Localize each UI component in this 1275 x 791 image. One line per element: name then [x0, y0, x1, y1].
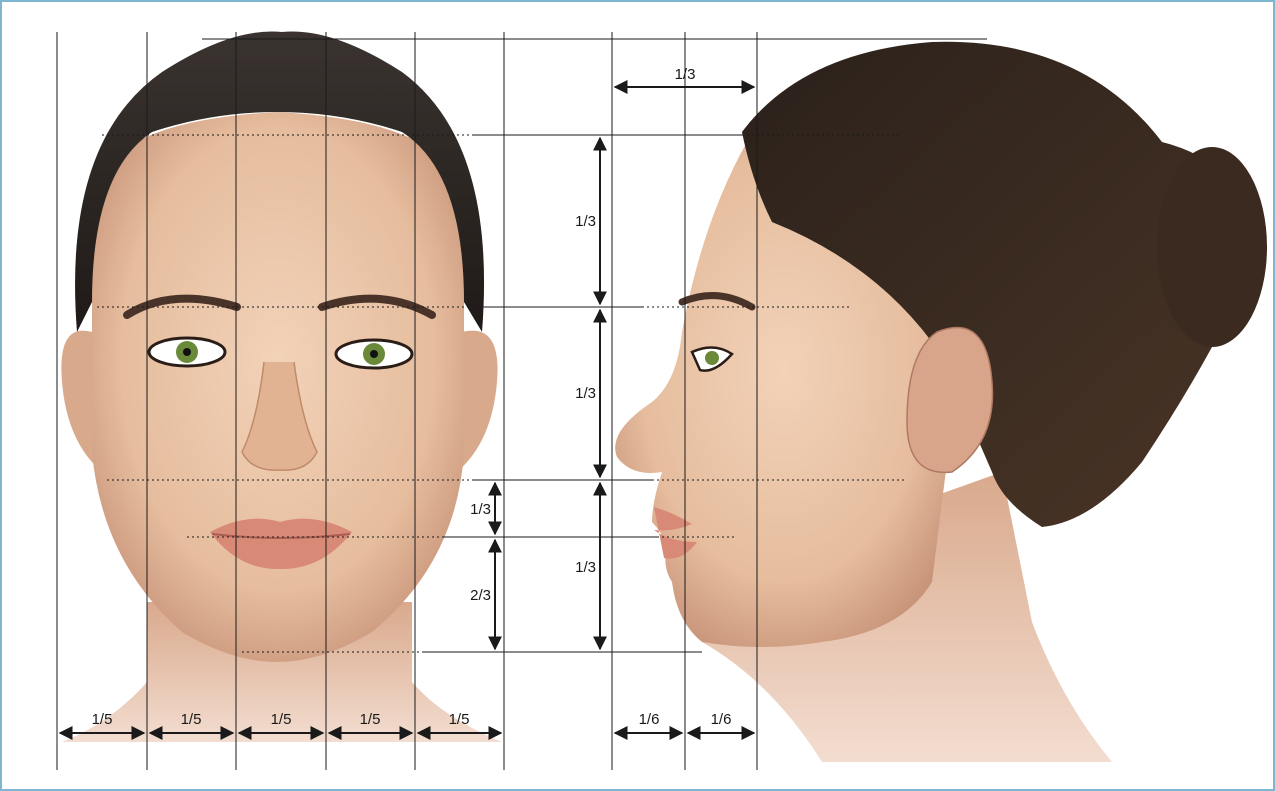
front-right-pupil: [370, 350, 378, 358]
front-width-label-5: 1/5: [449, 711, 470, 728]
front-upper-lip-label: 1/3: [470, 501, 491, 518]
front-width-label-2: 1/5: [181, 711, 202, 728]
front-lower-chin-label: 2/3: [470, 587, 491, 604]
profile-hair-bun: [1157, 147, 1267, 347]
profile-third-label-2: 1/3: [575, 385, 596, 402]
profile-sixth-label-2: 1/6: [711, 711, 732, 728]
front-left-pupil: [183, 348, 191, 356]
front-width-label-3: 1/5: [271, 711, 292, 728]
front-width-label-4: 1/5: [360, 711, 381, 728]
profile-third-label-3: 1/3: [575, 559, 596, 576]
profile-illustration: [615, 42, 1267, 762]
profile-sixth-label-1: 1/6: [639, 711, 660, 728]
profile-iris: [705, 351, 719, 365]
profile-top-label: 1/3: [675, 66, 696, 83]
front-width-label-1: 1/5: [92, 711, 113, 728]
front-face-illustration: [61, 32, 502, 743]
profile-third-label-1: 1/3: [575, 213, 596, 230]
